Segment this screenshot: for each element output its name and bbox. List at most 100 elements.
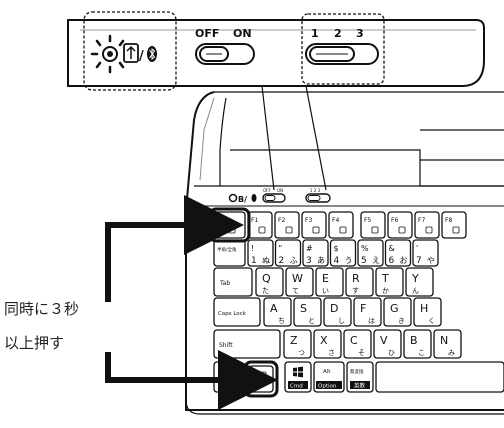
- letter-key-c[interactable]: Cそ: [343, 329, 372, 359]
- letter-key-kana: か: [382, 287, 389, 295]
- letter-key-label: N: [440, 334, 448, 347]
- f8-key[interactable]: F8: [441, 211, 467, 239]
- letter-key-t[interactable]: Tか: [375, 267, 404, 297]
- mini-switch-panel: B/ OFF ON 1 2 3: [228, 188, 331, 204]
- letter-key-n[interactable]: Nみ: [433, 329, 462, 359]
- f5-key[interactable]: F5: [360, 211, 386, 239]
- letter-key-kana: は: [368, 317, 375, 325]
- power-switch[interactable]: [195, 43, 255, 65]
- instruction-line-1: 同時に３秒: [4, 300, 80, 318]
- pairing-highlight: [83, 11, 177, 91]
- windows-key[interactable]: Cmd: [284, 361, 312, 393]
- cmd-key-label: Cmd: [290, 384, 303, 390]
- esc-key[interactable]: Esc: [213, 211, 246, 239]
- f2-key[interactable]: F2: [274, 211, 300, 239]
- letter-key-kana: き: [398, 317, 405, 325]
- letter-key-s[interactable]: Sと: [293, 297, 322, 327]
- f6-key-icon: [398, 226, 406, 234]
- space-key[interactable]: [375, 361, 504, 393]
- number-key-symbol: #: [306, 244, 313, 253]
- letter-key-w[interactable]: Wて: [285, 267, 314, 297]
- option-badge: [316, 381, 342, 389]
- number-key-digit: 1: [251, 256, 257, 266]
- letter-key-label: V: [380, 334, 388, 347]
- letter-key-label: X: [320, 334, 328, 347]
- caps-lock-key-label: Caps Lock: [218, 311, 247, 317]
- number-key-symbol: $: [334, 244, 339, 253]
- f3-key[interactable]: F3: [301, 211, 327, 239]
- hankaku-key-label: 半角/全角: [217, 246, 237, 253]
- channel-3-label: 3: [356, 27, 364, 40]
- f8-key-icon: [452, 226, 460, 234]
- letter-key-g[interactable]: Gき: [383, 297, 412, 327]
- letter-key-kana: さ: [328, 349, 335, 357]
- letter-key-y[interactable]: Yん: [405, 267, 434, 297]
- alt-key-label: Alt: [323, 369, 331, 375]
- number-key-digit: 5: [361, 256, 367, 266]
- number-key-symbol: ': [416, 244, 418, 253]
- letter-key-a[interactable]: Aち: [263, 297, 292, 327]
- letter-key-kana: そ: [358, 349, 365, 357]
- shift-key[interactable]: Shift: [213, 329, 281, 359]
- number-key-kana: う: [345, 256, 353, 265]
- f6-key[interactable]: F6: [387, 211, 413, 239]
- number-key-digit: 3: [306, 256, 312, 266]
- letter-key-f[interactable]: Fは: [353, 297, 382, 327]
- caps-lock-key[interactable]: Caps Lock: [213, 297, 261, 327]
- hankaku-key[interactable]: 半角/全角: [213, 239, 246, 267]
- letter-key-label: C: [350, 334, 358, 347]
- letter-key-h[interactable]: Hく: [413, 297, 442, 327]
- f1-key[interactable]: F1: [247, 211, 273, 239]
- letter-key-kana: く: [428, 317, 435, 325]
- letter-key-q[interactable]: Qた: [255, 267, 284, 297]
- fn-key[interactable]: Fn: [248, 365, 274, 393]
- letter-key-label: D: [330, 302, 338, 315]
- letter-key-r[interactable]: Rす: [345, 267, 374, 297]
- number-key-symbol: &: [389, 244, 395, 253]
- f7-key-label: F7: [418, 217, 425, 224]
- letter-key-label: E: [322, 272, 329, 285]
- power-off-label: OFF: [195, 27, 219, 40]
- letter-key-label: H: [420, 302, 428, 315]
- letter-key-kana: ち: [278, 317, 285, 325]
- zoom-connector: [261, 85, 327, 191]
- number-key-symbol: ": [279, 244, 283, 253]
- letter-key-kana: と: [308, 317, 315, 325]
- letter-key-v[interactable]: Vひ: [373, 329, 402, 359]
- letter-key-b[interactable]: Bこ: [403, 329, 432, 359]
- cmd-badge: [288, 381, 308, 389]
- f7-key[interactable]: F7: [414, 211, 440, 239]
- letter-key-kana: す: [352, 287, 359, 295]
- mini-off-label: OFF: [263, 188, 271, 193]
- f8-key-label: F8: [445, 217, 452, 224]
- letter-key-kana: つ: [298, 349, 305, 357]
- pairing-button[interactable]: [102, 46, 118, 62]
- f3-key-icon: [312, 226, 320, 234]
- letter-key-label: A: [270, 302, 278, 315]
- letter-key-label: T: [381, 272, 389, 285]
- zoom-panel: / OFF ON 1 2 3: [67, 11, 485, 91]
- letter-key-label: R: [352, 272, 360, 285]
- letter-key-x[interactable]: Xさ: [313, 329, 342, 359]
- channel-1-label: 1: [311, 27, 319, 40]
- eisu-badge: [350, 381, 370, 389]
- letter-key-e[interactable]: Eい: [315, 267, 344, 297]
- f4-key[interactable]: F4: [328, 211, 354, 239]
- tab-key[interactable]: Tab: [213, 267, 253, 297]
- letter-key-z[interactable]: Zつ: [283, 329, 312, 359]
- ctrl-key[interactable]: [213, 361, 243, 393]
- channel-switch[interactable]: [305, 43, 379, 65]
- number-key-digit: 4: [334, 256, 340, 266]
- letter-key-label: S: [300, 302, 307, 315]
- letter-key-d[interactable]: Dし: [323, 297, 352, 327]
